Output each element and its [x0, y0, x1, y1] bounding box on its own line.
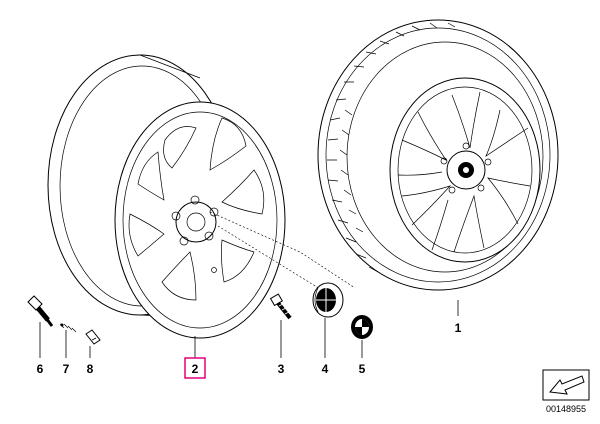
alignment-line-bolt — [209, 211, 356, 289]
view-direction-arrow-icon — [542, 369, 590, 401]
rim-spoke-windows — [128, 117, 265, 301]
valve-drawing — [27, 295, 54, 327]
part-label-4[interactable]: 4 — [322, 362, 329, 376]
alignment-line-hubcap — [217, 225, 326, 293]
light-alloy-rim-drawing — [47, 54, 286, 339]
hub-cap-drawing — [312, 282, 344, 318]
part-label-8[interactable]: 8 — [87, 362, 94, 376]
emblem-drawing — [351, 315, 373, 339]
complete-wheel-drawing — [317, 19, 559, 291]
part-label-2[interactable]: 2 — [192, 362, 199, 376]
tire-tread-pattern — [327, 22, 456, 273]
wheel-bolt-drawing — [269, 293, 292, 320]
wheel-spokes — [397, 91, 531, 253]
diagram-reference-number: 00148955 — [546, 404, 586, 414]
part-label-7[interactable]: 7 — [63, 362, 70, 376]
part-label-5[interactable]: 5 — [359, 362, 366, 376]
valve-cap-drawing — [85, 329, 101, 345]
selected-part-highlight — [184, 357, 206, 379]
part-label-3[interactable]: 3 — [278, 362, 285, 376]
part-label-1[interactable]: 1 — [455, 321, 462, 335]
valve-spring-drawing — [59, 323, 77, 333]
part-label-6[interactable]: 6 — [37, 362, 44, 376]
